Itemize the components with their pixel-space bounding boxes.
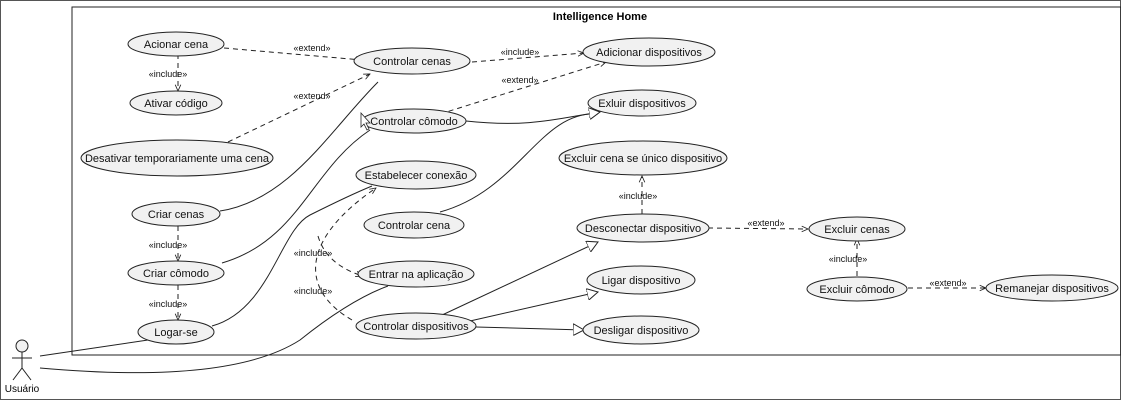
actor-usuario[interactable] [12,339,32,381]
extend-comodo-adicionar [439,62,606,115]
assoc-criar-cenas [219,81,379,212]
svg-text:Entrar na aplicação: Entrar na aplicação [369,269,464,281]
svg-text:Controlar cenas: Controlar cenas [373,56,451,68]
label-include: «include» [501,47,540,57]
svg-text:Excluir cenas: Excluir cenas [824,224,890,236]
use-case-remanejar-dispositivos[interactable]: Remanejar dispositivos [985,274,1119,302]
system-boundary [71,6,1121,356]
use-case-excluir-comodo[interactable]: Excluir cômodo [806,276,908,302]
label-extend: «extend» [747,218,784,228]
svg-text:Exluir dispositivos: Exluir dispositivos [598,98,686,110]
use-case-controlar-cena[interactable]: Controlar cena [363,211,465,239]
svg-text:Excluir cômodo: Excluir cômodo [819,284,894,296]
actor-name: Usuário [5,384,40,395]
label-include: «include» [149,69,188,79]
label-include: «include» [619,191,658,201]
label-extend: «extend» [293,91,330,101]
svg-text:Desconectar dispositivo: Desconectar dispositivo [585,223,701,235]
include-controlar-adicionar [471,53,584,63]
use-case-desligar-dispositivo[interactable]: Desligar dispositivo [582,315,700,345]
extend-desconectar-excluir-cenas [707,228,808,229]
svg-text:Controlar cômodo: Controlar cômodo [370,116,457,128]
svg-text:Criar cômodo: Criar cômodo [143,268,209,280]
use-case-excluir-cena-unico[interactable]: Excluir cena se único dispositivo [558,140,728,176]
label-extend: «extend» [929,278,966,288]
gen-desconectar [439,242,598,317]
use-case-estabelecer-conexao[interactable]: Estabelecer conexão [355,160,477,190]
svg-text:Ligar dispositivo: Ligar dispositivo [602,275,681,287]
use-case-excluir-dispositivos[interactable]: Exluir dispositivos [587,89,697,117]
gen-controlar-comodo-excluir [465,112,600,124]
label-include: «include» [294,286,333,296]
use-case-controlar-dispositivos[interactable]: Controlar dispositivos [355,312,477,340]
svg-text:Controlar dispositivos: Controlar dispositivos [363,321,469,333]
svg-text:Controlar cena: Controlar cena [378,220,451,232]
label-include: «include» [149,240,188,250]
svg-text:Remanejar dispositivos: Remanejar dispositivos [995,283,1109,295]
label-extend: «extend» [501,75,538,85]
label-include: «include» [829,254,868,264]
use-case-criar-comodo[interactable]: Criar cômodo [127,260,225,286]
assoc-logar [211,185,373,327]
include-logar-entrar [317,235,362,276]
svg-text:Desligar dispositivo: Desligar dispositivo [594,325,689,337]
actor-head [15,339,29,353]
svg-text:Criar cenas: Criar cenas [148,209,205,221]
mouse-cursor-icon [360,111,371,131]
system-title: Intelligence Home [553,11,647,23]
svg-text:Acionar cena: Acionar cena [144,39,209,51]
assoc-usuario-entrar [39,285,389,374]
svg-text:Ativar código: Ativar código [144,98,208,110]
use-case-acionar-cena[interactable]: Acionar cena [127,31,225,57]
use-case-entrar-aplicacao[interactable]: Entrar na aplicação [357,260,475,288]
use-case-controlar-comodo[interactable]: Controlar cômodo [361,108,467,134]
assoc-criar-comodo [221,129,371,264]
label-include: «include» [294,248,333,258]
svg-text:Desativar temporariamente uma: Desativar temporariamente uma cena [85,153,270,165]
gen-desligar [475,327,584,330]
use-case-criar-cenas[interactable]: Criar cenas [131,201,221,227]
extend-desativar-controlar [227,73,370,143]
label-extend: «extend» [293,43,330,53]
svg-text:Excluir cena se único disposit: Excluir cena se único dispositivo [564,153,722,165]
use-case-ligar-dispositivo[interactable]: Ligar dispositivo [586,265,696,295]
svg-text:Estabelecer conexão: Estabelecer conexão [365,170,468,182]
use-case-logar-se[interactable]: Logar-se [137,319,215,345]
svg-text:Adicionar dispositivos: Adicionar dispositivos [596,47,702,59]
use-case-desconectar-dispositivo[interactable]: Desconectar dispositivo [576,213,710,243]
use-case-excluir-cenas[interactable]: Excluir cenas [808,216,906,242]
use-case-adicionar-dispositivos[interactable]: Adicionar dispositivos [582,37,716,67]
svg-text:Logar-se: Logar-se [154,327,197,339]
use-case-desativar-cena[interactable]: Desativar temporariamente uma cena [80,139,274,177]
label-include: «include» [149,299,188,309]
assoc-controlar-cena-excluir [439,113,599,213]
include-dispositivos-conexao [315,188,376,321]
use-case-ativar-codigo[interactable]: Ativar código [129,90,223,116]
gen-ligar [469,292,598,322]
use-case-controlar-cenas[interactable]: Controlar cenas [353,47,471,75]
